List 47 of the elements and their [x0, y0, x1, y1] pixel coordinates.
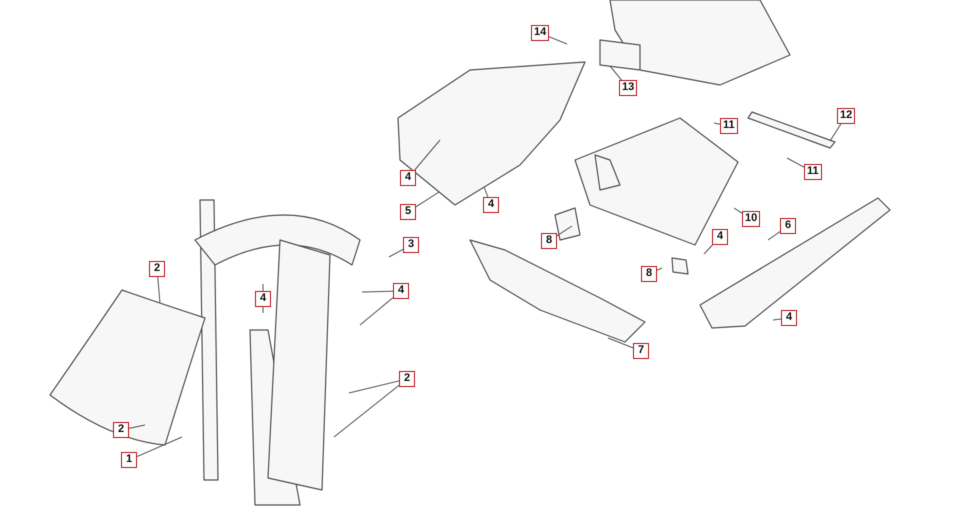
callout-number: 2 — [113, 422, 129, 438]
leader-line — [734, 208, 742, 214]
callout-number: 4 — [483, 197, 499, 213]
callout-number: 8 — [541, 233, 557, 249]
leader-line — [262, 306, 264, 314]
callout-number: 11 — [720, 118, 738, 134]
callout-number: 4 — [712, 229, 728, 245]
leader-line — [360, 297, 394, 326]
leader-line — [830, 124, 842, 142]
callout-number: 10 — [742, 211, 760, 227]
leader-line — [128, 424, 146, 429]
callout-number: 11 — [804, 164, 822, 180]
leader-line — [416, 192, 440, 208]
callout-number: 2 — [149, 261, 165, 277]
leader-line — [556, 226, 572, 236]
leader-line — [136, 436, 182, 458]
callout-number: 4 — [255, 291, 271, 307]
callout-number: 8 — [641, 266, 657, 282]
leader-line — [157, 276, 160, 304]
leader-line — [388, 248, 404, 258]
leader-line — [786, 158, 804, 168]
callout-number: 4 — [400, 170, 416, 186]
callout-number: 7 — [633, 343, 649, 359]
leader-line — [484, 186, 488, 198]
leader-line — [548, 36, 568, 44]
leader-line — [348, 380, 400, 394]
leader-line — [704, 244, 713, 254]
callout-number: 14 — [531, 25, 550, 41]
leader-line — [608, 338, 634, 348]
leader-line — [656, 268, 662, 271]
callout-number: 6 — [780, 218, 796, 234]
callout-number: 2 — [399, 371, 415, 387]
callout-number: 4 — [393, 283, 409, 299]
leader-line — [610, 66, 622, 80]
leader-line — [334, 384, 400, 438]
callout-number: 1 — [121, 452, 137, 468]
callout-number: 4 — [781, 310, 797, 326]
callout-number: 12 — [837, 108, 856, 124]
leader-line — [414, 140, 440, 170]
callout-number: 13 — [619, 80, 638, 96]
callout-number: 5 — [400, 204, 416, 220]
leader-line — [714, 122, 720, 125]
leader-line — [772, 318, 782, 320]
leader-line — [262, 284, 264, 292]
callout-number: 3 — [403, 237, 419, 253]
leader-line — [362, 290, 394, 292]
leader-line — [768, 231, 780, 240]
